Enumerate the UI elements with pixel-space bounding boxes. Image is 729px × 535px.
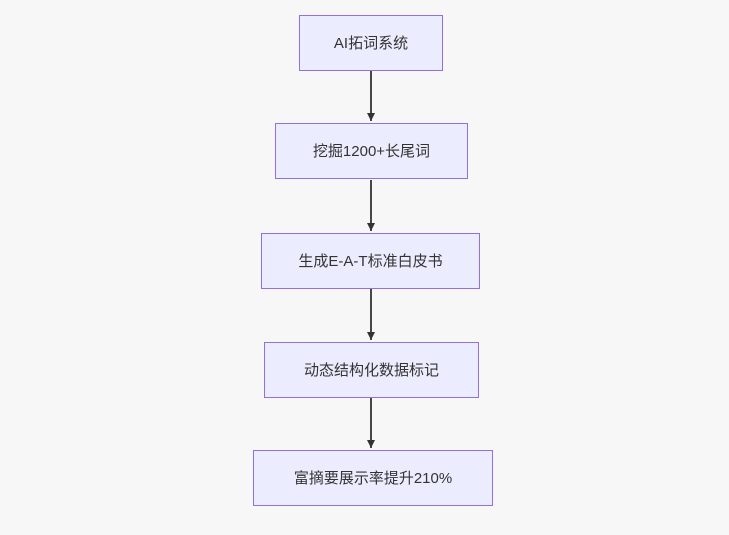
flow-node-label: 动态结构化数据标记	[303, 361, 439, 379]
flow-node-longtail-mining: 挖掘1200+长尾词	[275, 123, 468, 179]
flow-node-label: AI拓词系统	[333, 34, 409, 52]
flow-node-rich-snippet-result: 富摘要展示率提升210%	[253, 450, 493, 506]
flow-node-ai-word-system: AI拓词系统	[299, 15, 443, 71]
flow-node-eat-whitepaper: 生成E-A-T标准白皮书	[261, 233, 480, 289]
flow-node-label: 生成E-A-T标准白皮书	[298, 252, 443, 270]
flow-node-label: 富摘要展示率提升210%	[293, 469, 453, 487]
flow-node-structured-data: 动态结构化数据标记	[264, 342, 479, 398]
flow-node-label: 挖掘1200+长尾词	[312, 142, 431, 160]
